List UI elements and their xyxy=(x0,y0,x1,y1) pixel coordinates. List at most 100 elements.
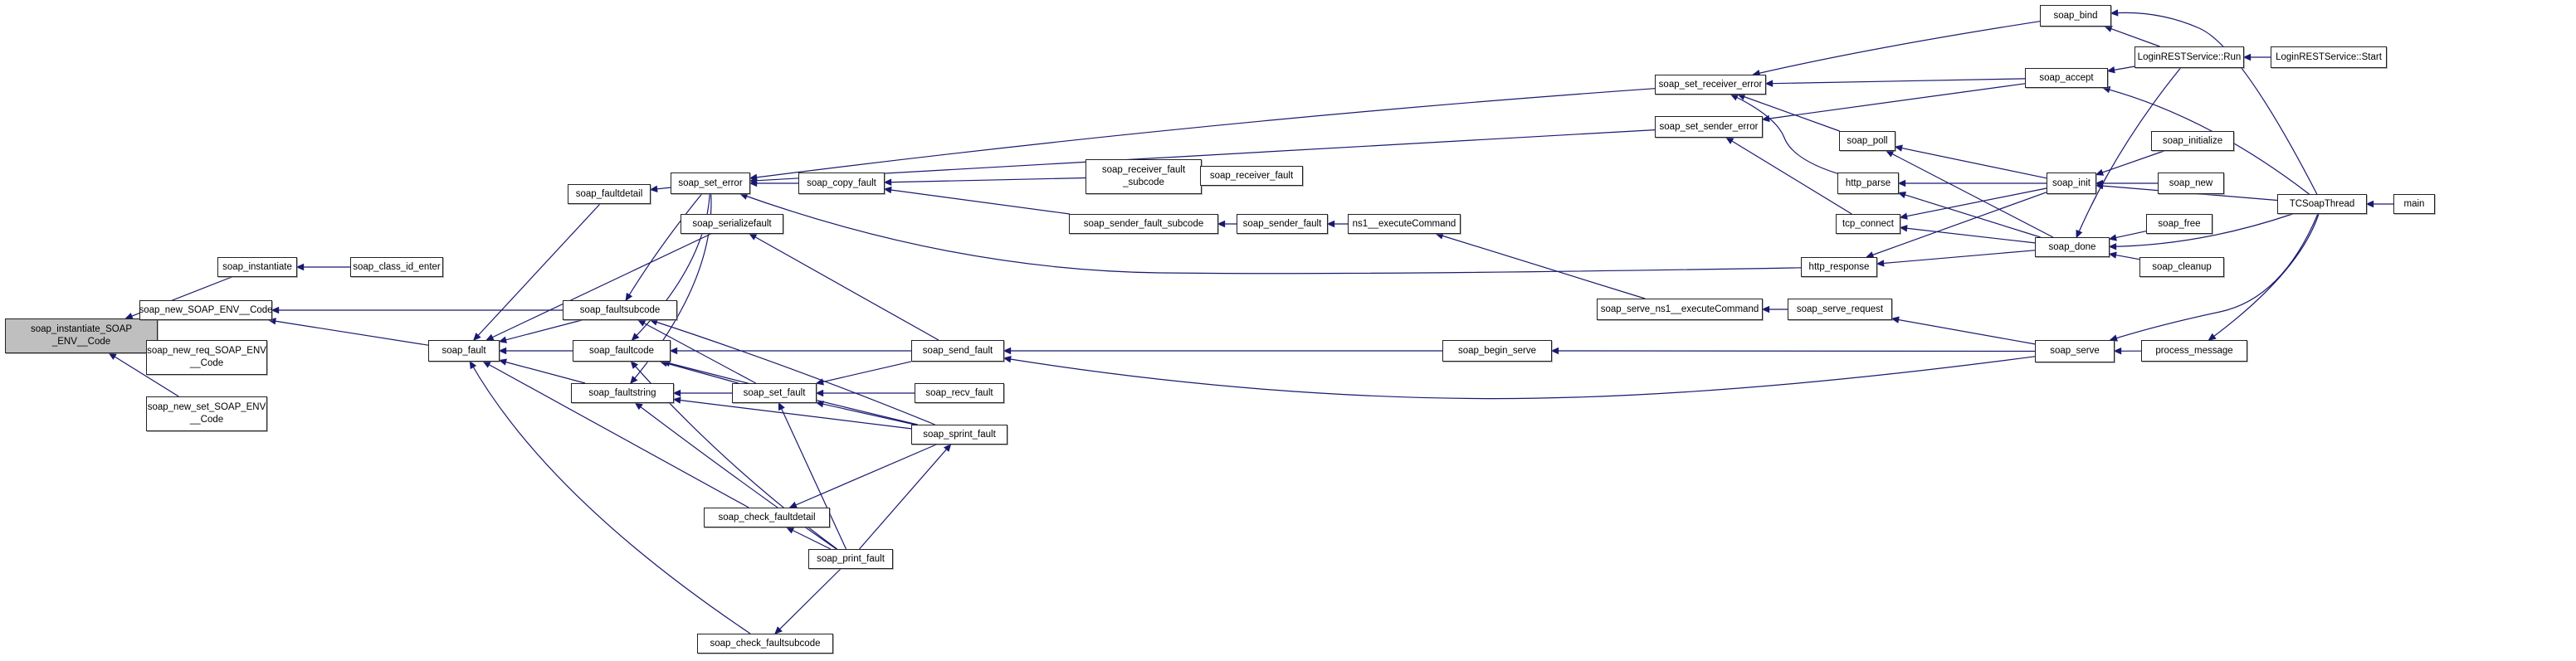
call-edge-soap_print_fault-to-soap_set_fault xyxy=(778,401,847,550)
graph-node-soap_init[interactable]: soap_init xyxy=(2047,173,2096,194)
call-edge-soap_initialize-to-soap_init xyxy=(2095,150,2164,176)
graph-node-soap_instantiate[interactable]: soap_instantiate xyxy=(217,257,297,277)
graph-node-soap_faultsubcode[interactable]: soap_faultsubcode xyxy=(563,300,677,320)
graph-node-soap_new_req_SOAP_ENV__Code[interactable]: soap_new_req_SOAP_ENV __Code xyxy=(146,340,267,375)
graph-node-label: soap_poll xyxy=(1847,135,1888,146)
graph-node-soap_copy_fault[interactable]: soap_copy_fault xyxy=(798,173,885,194)
graph-node-label: TCSoapThread xyxy=(2289,198,2355,209)
call-edge-TCSoapThread-to-soap_accept xyxy=(2101,86,2310,195)
graph-node-soap_instantiate_SOAP_ENV__Code[interactable]: soap_instantiate_SOAP _ENV__Code xyxy=(5,318,158,353)
call-edge-tcp_connect-to-soap_set_sender_error xyxy=(1725,137,1852,215)
graph-node-soap_serializefault[interactable]: soap_serializefault xyxy=(681,214,783,234)
graph-node-label: soap_faultsubcode xyxy=(579,304,661,315)
call-edge-soap_done-to-soap_poll xyxy=(1885,150,2054,238)
graph-node-soap_faultcode[interactable]: soap_faultcode xyxy=(573,340,671,362)
call-edge-soap_set_fault-to-soap_faultsubcode xyxy=(637,319,756,384)
call-edge-soap_print_fault-to-soap_sprint_fault xyxy=(859,443,952,550)
graph-node-http_response[interactable]: http_response xyxy=(1801,257,1877,277)
graph-node-label: tcp_connect xyxy=(1842,218,1894,229)
graph-node-TCSoapThread[interactable]: TCSoapThread xyxy=(2277,194,2367,214)
call-edge-soap_set_receiver_error-to-soap_set_error xyxy=(749,88,1656,182)
graph-node-soap_serve_request[interactable]: soap_serve_request xyxy=(1788,299,1892,320)
graph-node-soap_sprint_fault[interactable]: soap_sprint_fault xyxy=(911,425,1007,445)
call-edge-soap_send_fault-to-soap_set_fault xyxy=(815,361,912,386)
graph-node-soap_set_receiver_error[interactable]: soap_set_receiver_error xyxy=(1655,75,1766,95)
call-edge-soap_sprint_fault-to-soap_set_fault xyxy=(815,401,915,425)
graph-node-soap_sender_fault[interactable]: soap_sender_fault xyxy=(1237,214,1328,234)
call-edge-soap_sender_fault_subcode-to-soap_copy_fault xyxy=(883,186,1070,215)
call-edge-soap_fault-to-soap_new_SOAP_ENV__Code xyxy=(267,318,429,346)
graph-node-LoginRESTService--Start[interactable]: LoginRESTService::Start xyxy=(2271,46,2387,68)
call-edge-soap_sprint_fault-to-soap_faultsubcode xyxy=(649,318,935,425)
graph-node-soap_send_fault[interactable]: soap_send_fault xyxy=(911,340,1004,362)
graph-node-soap_initialize[interactable]: soap_initialize xyxy=(2151,131,2234,151)
call-edge-soap_done-to-tcp_connect xyxy=(1899,225,2036,244)
graph-node-label: soap_faultdetail xyxy=(575,188,643,199)
graph-node-soap_check_faultdetail[interactable]: soap_check_faultdetail xyxy=(704,508,830,527)
call-edge-soap_sprint_fault-to-soap_check_faultdetail xyxy=(788,444,937,508)
graph-node-label: soap_new xyxy=(2169,177,2213,188)
graph-node-label: soap_cleanup xyxy=(2152,261,2212,272)
graph-node-soap_fault[interactable]: soap_fault xyxy=(428,340,500,362)
graph-node-label: soap_bind xyxy=(2053,10,2098,21)
call-edge-soap_set_error-to-soap_faultcode xyxy=(631,193,710,342)
graph-node-label: soap_check_faultdetail xyxy=(718,512,816,522)
graph-node-soap_faultdetail[interactable]: soap_faultdetail xyxy=(568,184,651,204)
graph-node-soap_check_faultsubcode[interactable]: soap_check_faultsubcode xyxy=(697,634,833,654)
graph-node-tcp_connect[interactable]: tcp_connect xyxy=(1836,214,1900,234)
graph-node-soap_done[interactable]: soap_done xyxy=(2035,237,2110,257)
graph-node-label: http_response xyxy=(1808,261,1870,272)
call-edge-soap_faultdetail-to-soap_fault xyxy=(473,203,601,342)
call-edge-soap_set_error-to-soap_faultsubcode xyxy=(625,193,702,302)
graph-node-label: LoginRESTService::Run xyxy=(2137,51,2242,62)
graph-node-soap_serve_ns1__executeCommand[interactable]: soap_serve_ns1__executeCommand xyxy=(1597,299,1763,320)
graph-node-ns1__executeCommand[interactable]: ns1__executeCommand xyxy=(1348,214,1461,234)
graph-node-main[interactable]: main xyxy=(2393,194,2435,214)
graph-node-soap_bind[interactable]: soap_bind xyxy=(2040,5,2111,27)
graph-node-label: soap_done xyxy=(2048,241,2096,252)
graph-node-label: main xyxy=(2403,198,2425,209)
graph-node-label: soap_print_fault xyxy=(817,553,885,564)
graph-node-label: soap_accept xyxy=(2039,72,2094,83)
graph-node-soap_sender_fault_subcode[interactable]: soap_sender_fault_subcode xyxy=(1069,214,1218,234)
graph-node-label: soap_new_req_SOAP_ENV __Code xyxy=(147,346,266,368)
graph-node-soap_new[interactable]: soap_new xyxy=(2158,173,2224,194)
graph-node-soap_receiver_fault_subcode[interactable]: soap_receiver_fault _subcode xyxy=(1086,159,1202,194)
graph-node-label: soap_instantiate xyxy=(222,261,292,272)
graph-node-label: soap_set_sender_error xyxy=(1659,121,1759,132)
graph-node-soap_class_id_enter[interactable]: soap_class_id_enter xyxy=(350,257,443,277)
graph-node-LoginRESTService--Run[interactable]: LoginRESTService::Run xyxy=(2134,46,2244,68)
graph-node-soap_set_sender_error[interactable]: soap_set_sender_error xyxy=(1655,116,1763,138)
graph-node-soap_set_fault[interactable]: soap_set_fault xyxy=(732,383,817,403)
graph-node-label: soap_check_faultsubcode xyxy=(710,638,821,649)
call-edge-soap_receiver_fault_subcode-to-soap_copy_fault xyxy=(883,177,1086,186)
graph-node-soap_begin_serve[interactable]: soap_begin_serve xyxy=(1442,340,1552,362)
graph-node-soap_accept[interactable]: soap_accept xyxy=(2025,68,2108,88)
graph-node-label: soap_new_set_SOAP_ENV __Code xyxy=(147,402,266,425)
call-edge-LoginRESTService--Run-to-soap_bind xyxy=(2104,25,2160,47)
call-edge-soap_new_set_SOAP_ENV__Code-to-soap_instantiate_SOAP_ENV__Code xyxy=(108,352,179,397)
graph-node-soap_free[interactable]: soap_free xyxy=(2146,214,2213,234)
graph-node-soap_print_fault[interactable]: soap_print_fault xyxy=(808,549,893,569)
graph-node-label: http_parse xyxy=(1845,177,1891,188)
graph-node-soap_new_SOAP_ENV__Code[interactable]: soap_new_SOAP_ENV__Code xyxy=(139,300,273,320)
graph-node-label: soap_serve_request xyxy=(1796,304,1884,314)
graph-node-process_message[interactable]: process_message xyxy=(2141,340,2247,362)
graph-node-soap_cleanup[interactable]: soap_cleanup xyxy=(2139,257,2224,277)
graph-node-soap_poll[interactable]: soap_poll xyxy=(1839,131,1895,151)
call-edge-TCSoapThread-to-soap_done xyxy=(2108,213,2293,250)
graph-node-soap_receiver_fault[interactable]: soap_receiver_fault xyxy=(1200,166,1303,186)
call-edge-soap_print_fault-to-soap_faultstring xyxy=(634,402,837,550)
call-edge-soap_done-to-http_response xyxy=(1876,250,2036,267)
graph-node-soap_serve[interactable]: soap_serve xyxy=(2035,340,2115,362)
graph-node-soap_set_error[interactable]: soap_set_error xyxy=(671,173,750,194)
graph-node-label: LoginRESTService::Start xyxy=(2276,51,2382,62)
call-edge-soap_accept-to-soap_set_sender_error xyxy=(1761,83,2026,123)
graph-node-soap_faultstring[interactable]: soap_faultstring xyxy=(571,383,674,403)
graph-node-soap_recv_fault[interactable]: soap_recv_fault xyxy=(915,383,1004,403)
call-edge-soap_bind-to-soap_set_receiver_error xyxy=(1752,21,2041,77)
graph-node-soap_new_set_SOAP_ENV__Code[interactable]: soap_new_set_SOAP_ENV __Code xyxy=(146,396,267,431)
graph-node-http_parse[interactable]: http_parse xyxy=(1837,173,1899,194)
